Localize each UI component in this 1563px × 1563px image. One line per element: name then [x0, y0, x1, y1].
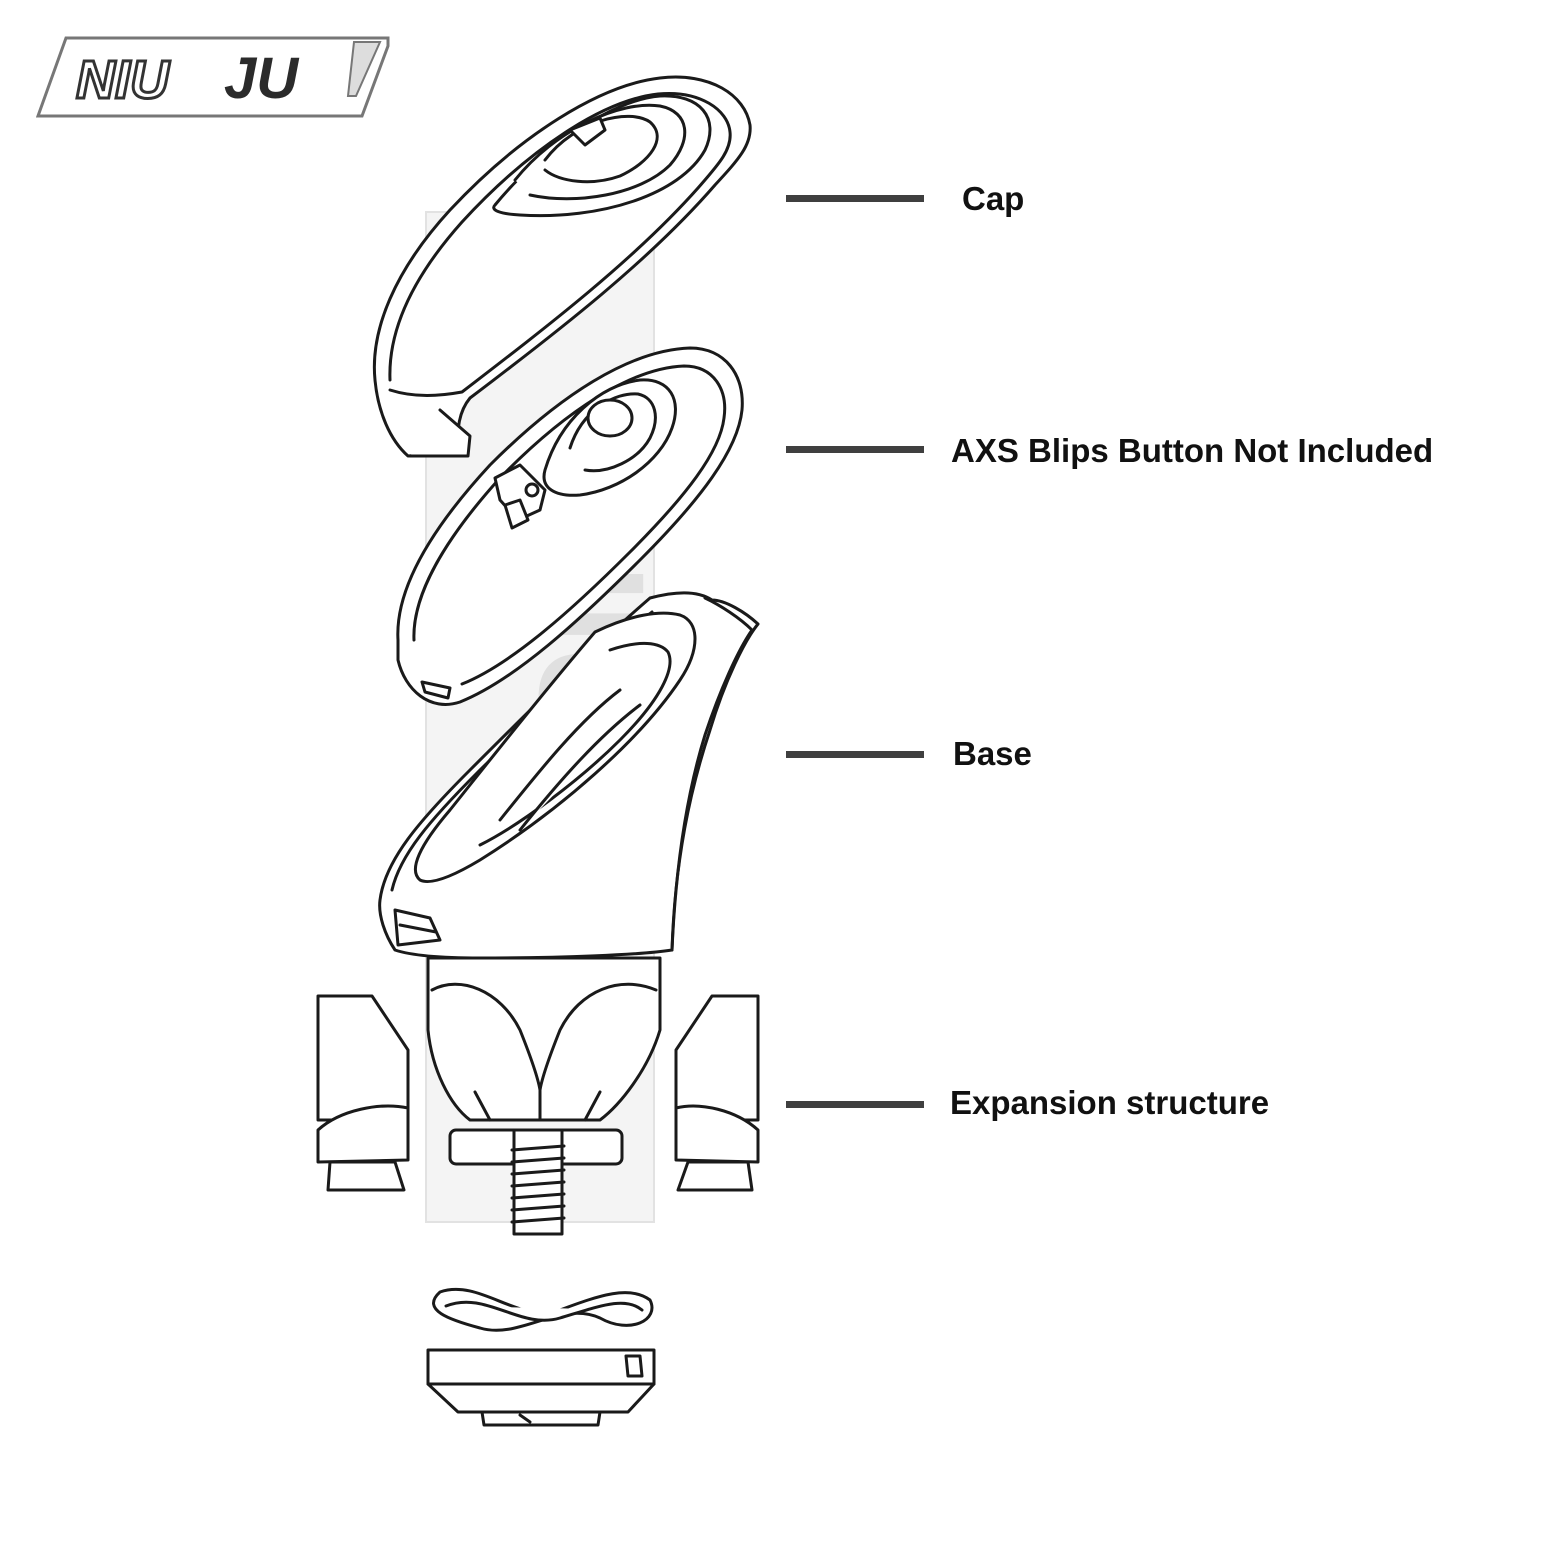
- expansion-wedge-left: [316, 994, 410, 1192]
- brand-logo: NIU JU: [36, 36, 390, 118]
- expansion-leader-line: [786, 1101, 924, 1108]
- base-label: Base: [953, 735, 1032, 772]
- bottom-plug-part: [426, 1348, 656, 1427]
- logo-text-niu: NIU: [76, 50, 171, 110]
- cap-leader-line: [786, 195, 924, 202]
- base-part: [378, 591, 760, 960]
- base-leader-line: [786, 751, 924, 758]
- wave-spring-part: [432, 1287, 654, 1332]
- logo-frame: [36, 36, 390, 118]
- button-leader-line: [786, 446, 924, 453]
- button-label: AXS Blips Button Not Included: [951, 432, 1434, 469]
- cap-label: Cap: [962, 180, 1025, 217]
- screw: [510, 1128, 566, 1236]
- expansion-core-part: [426, 956, 662, 1236]
- button-housing-part: [396, 346, 744, 706]
- expansion-label: Expansion structure: [950, 1084, 1270, 1121]
- cap-part: [372, 75, 752, 458]
- logo-accent-mark: [346, 41, 382, 97]
- expansion-wedge-right: [674, 994, 760, 1192]
- logo-text-ju: JU: [224, 46, 300, 111]
